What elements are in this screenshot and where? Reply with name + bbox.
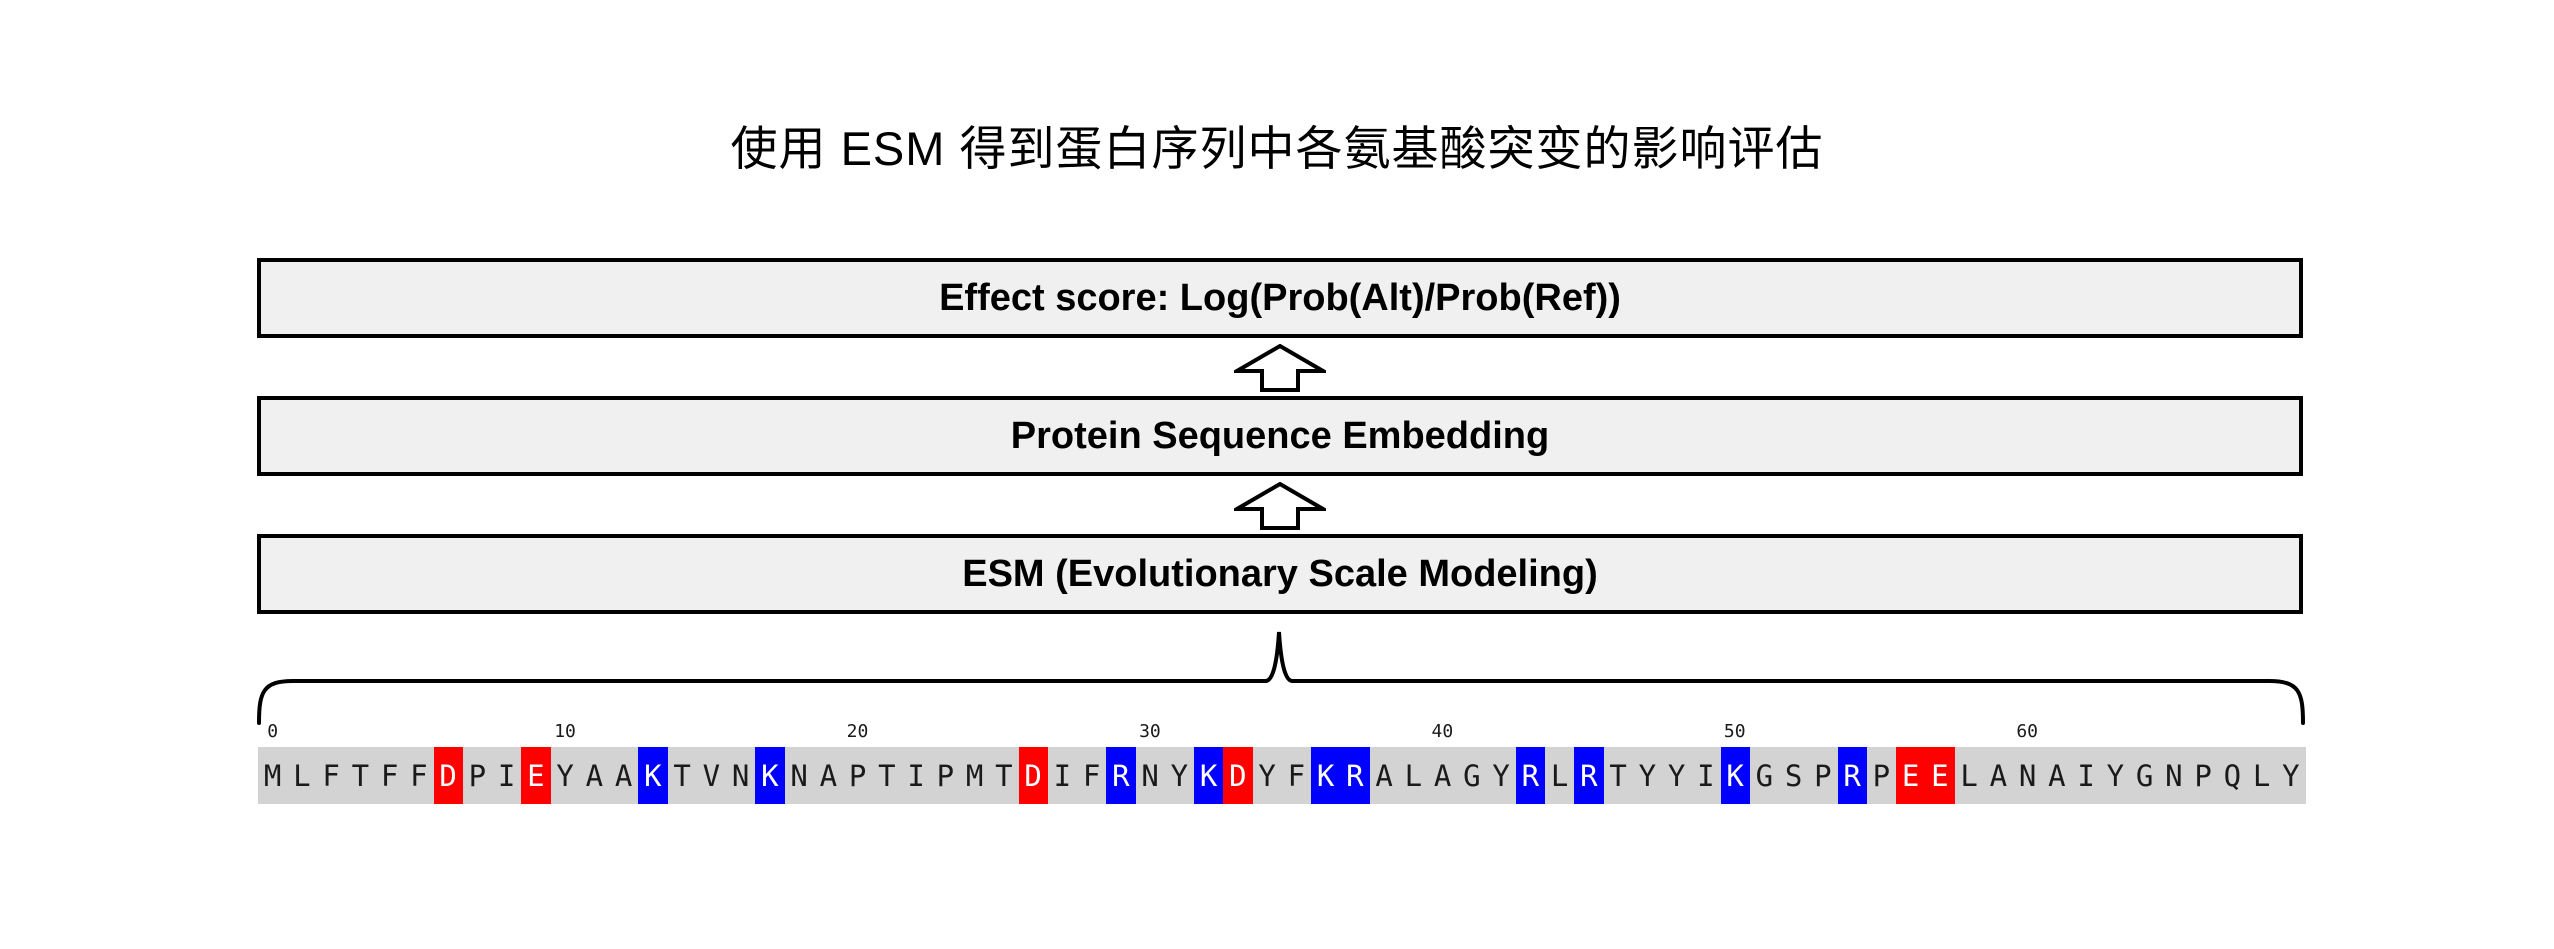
residue-cell: A <box>813 747 843 804</box>
residue-cell: R <box>1837 747 1867 804</box>
residue-cell: D <box>1223 747 1253 804</box>
residue-cell: R <box>1574 747 1604 804</box>
residue-cell: P <box>2188 747 2218 804</box>
residue-cell: I <box>901 747 931 804</box>
residue-cell: K <box>755 747 785 804</box>
residue-cell: R <box>1340 747 1370 804</box>
embedding-label: Protein Sequence Embedding <box>1010 414 1550 457</box>
residue-cell: F <box>1281 747 1311 804</box>
residue-cell: T <box>667 747 697 804</box>
residue-cell: E <box>1925 747 1955 804</box>
residue-cell: Y <box>1252 747 1282 804</box>
residue-cell: F <box>404 747 434 804</box>
residue-cell: G <box>2130 747 2160 804</box>
residue-cell: F <box>316 747 346 804</box>
residue-cell: Y <box>550 747 580 804</box>
esm-label: ESM (Evolutionary Scale Modeling) <box>962 552 1598 595</box>
residue-cell: P <box>1866 747 1896 804</box>
effect-score-label: Effect score: Log(Prob(Alt)/Prob(Ref)) <box>939 276 1621 319</box>
tick-label: 20 <box>846 721 869 742</box>
residue-cell: Y <box>1662 747 1692 804</box>
residue-cell: P <box>843 747 873 804</box>
residue-cell: E <box>1896 747 1926 804</box>
residue-cell: F <box>375 747 405 804</box>
residue-cell: Y <box>1632 747 1662 804</box>
residue-cell: A <box>2042 747 2072 804</box>
up-arrow-icon <box>1234 482 1326 530</box>
tick-label: 0 <box>267 721 279 742</box>
residue-cell: A <box>609 747 639 804</box>
residue-cell: N <box>784 747 814 804</box>
embedding-box: Protein Sequence Embedding <box>257 396 2303 476</box>
page-title: 使用 ESM 得到蛋白序列中各氨基酸突变的影响评估 <box>730 122 1824 175</box>
tick-label: 50 <box>1723 721 1746 742</box>
sequence-ruler: 0 10 20 30 40 50 60 <box>258 721 2305 745</box>
residue-cell: A <box>579 747 609 804</box>
residue-cell: Y <box>1486 747 1516 804</box>
residue-cell: T <box>1603 747 1633 804</box>
residue-cell: V <box>696 747 726 804</box>
residue-cell: N <box>1135 747 1165 804</box>
residue-cell: L <box>1954 747 1984 804</box>
residue-cell: Y <box>1164 747 1194 804</box>
residue-cell: N <box>726 747 756 804</box>
residue-cell: R <box>1106 747 1136 804</box>
residue-cell: T <box>872 747 902 804</box>
residue-cell: L <box>1398 747 1428 804</box>
residue-cell: Y <box>2100 747 2130 804</box>
up-arrow-icon <box>1234 344 1326 392</box>
residue-cell: T <box>345 747 375 804</box>
residue-cell: K <box>638 747 668 804</box>
residue-cell: I <box>492 747 522 804</box>
residue-cell: K <box>1311 747 1341 804</box>
residue-cell: D <box>1018 747 1048 804</box>
residue-cell: S <box>1779 747 1809 804</box>
residue-cell: G <box>1749 747 1779 804</box>
residue-cell: T <box>989 747 1019 804</box>
tick-label: 10 <box>554 721 576 742</box>
residue-cell: N <box>2159 747 2189 804</box>
residue-cell: L <box>1545 747 1575 804</box>
residue-cell: P <box>1808 747 1838 804</box>
residue-cell: G <box>1457 747 1487 804</box>
tick-label: 30 <box>1139 721 1161 742</box>
residue-cell: Y <box>2276 747 2306 804</box>
residue-cell: M <box>258 747 288 804</box>
residue-cell: K <box>1720 747 1750 804</box>
residue-cell: I <box>1047 747 1077 804</box>
tick-label: 60 <box>2016 721 2039 742</box>
residue-cell: P <box>462 747 492 804</box>
residue-cell: R <box>1515 747 1545 804</box>
tick-label: 40 <box>1431 721 1454 742</box>
residue-cell: P <box>930 747 960 804</box>
residue-cell: F <box>1077 747 1107 804</box>
residue-cell: A <box>1369 747 1399 804</box>
residue-cell: D <box>433 747 463 804</box>
residue-cell: M <box>960 747 990 804</box>
residue-cell: E <box>521 747 551 804</box>
esm-box: ESM (Evolutionary Scale Modeling) <box>257 534 2303 614</box>
residue-cell: L <box>2247 747 2277 804</box>
residue-cell: K <box>1194 747 1224 804</box>
residue-cell: N <box>2013 747 2043 804</box>
residue-cell: I <box>1691 747 1721 804</box>
residue-cell: Q <box>2217 747 2247 804</box>
effect-score-box: Effect score: Log(Prob(Alt)/Prob(Ref)) <box>257 258 2303 338</box>
residue-cell: A <box>1428 747 1458 804</box>
residue-cell: A <box>1983 747 2013 804</box>
residue-cell: I <box>2071 747 2101 804</box>
residue-cell: L <box>287 747 317 804</box>
